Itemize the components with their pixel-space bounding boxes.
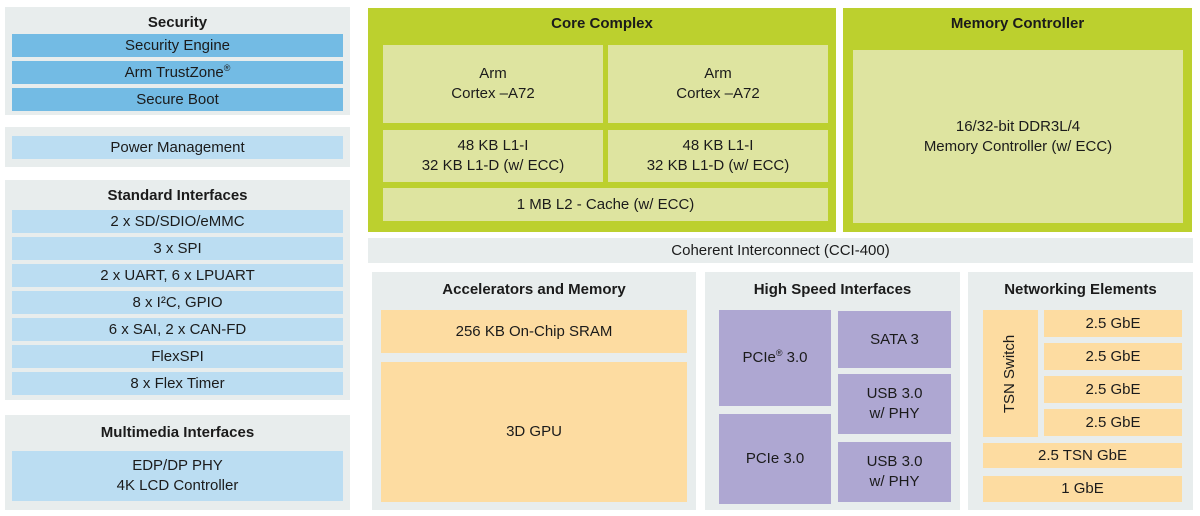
accelerators-title: Accelerators and Memory	[442, 281, 626, 298]
arm-trustzone-text: Arm TrustZone	[124, 63, 224, 81]
security-panel: Security Security Engine Arm TrustZone® …	[5, 7, 350, 115]
gbe-2-5-box-2: 2.5 GbE	[1044, 343, 1182, 370]
cpu-core-box-2: Arm Cortex –A72	[608, 45, 828, 123]
registered-mark: ®	[223, 62, 231, 73]
bar-uart-lpuart: 2 x UART, 6 x LPUART	[12, 264, 343, 287]
memory-controller-title: Memory Controller	[950, 15, 1085, 32]
ddr-memory-controller-box: 16/32-bit DDR3L/4 Memory Controller (w/ …	[853, 50, 1183, 223]
security-title: Security	[147, 14, 208, 31]
l2-cache-box: 1 MB L2 - Cache (w/ ECC)	[383, 188, 828, 221]
sata-3-box: SATA 3	[838, 311, 951, 368]
registered-mark: ®	[775, 348, 783, 358]
secure-boot-bar: Secure Boot	[12, 88, 343, 111]
tsn-switch-label: TSN Switch	[1001, 334, 1019, 413]
memory-controller-panel: Memory Controller 16/32-bit DDR3L/4 Memo…	[843, 8, 1192, 232]
high-speed-title: High Speed Interfaces	[753, 281, 912, 298]
usb-3-0-box-2: USB 3.0 w/ PHY	[838, 442, 951, 502]
bar-flexspi: FlexSPI	[12, 345, 343, 368]
security-engine-bar: Security Engine	[12, 34, 343, 57]
sram-box: 256 KB On-Chip SRAM	[381, 310, 687, 353]
one-gbe-box: 1 GbE	[983, 476, 1182, 502]
coherent-interconnect-label: Coherent Interconnect (CCI-400)	[671, 241, 890, 259]
bar-spi: 3 x SPI	[12, 237, 343, 260]
accelerators-panel: Accelerators and Memory 256 KB On-Chip S…	[372, 272, 696, 510]
arm-trustzone-bar: Arm TrustZone®	[12, 61, 343, 84]
multimedia-title: Multimedia Interfaces	[100, 424, 255, 441]
pcie-3-0-box-2: PCIe 3.0	[719, 414, 831, 504]
l1-cache-box-2: 48 KB L1-I 32 KB L1-D (w/ ECC)	[608, 130, 828, 182]
usb-3-0-box-1: USB 3.0 w/ PHY	[838, 374, 951, 434]
pcie-label: PCIe® 3.0	[742, 348, 807, 368]
bar-sd-sdio-emmc: 2 x SD/SDIO/eMMC	[12, 210, 343, 233]
l1-cache-box-1: 48 KB L1-I 32 KB L1-D (w/ ECC)	[383, 130, 603, 182]
edp-dp-phy-lcd-bar: EDP/DP PHY 4K LCD Controller	[12, 451, 343, 501]
coherent-interconnect-bar: Coherent Interconnect (CCI-400)	[368, 238, 1193, 263]
networking-panel: Networking Elements TSN Switch 2.5 GbE 2…	[968, 272, 1193, 510]
pcie-text: PCIe	[742, 349, 776, 366]
pcie-3-0-box-1: PCIe® 3.0	[719, 310, 831, 406]
pcie-version-text: 3.0	[782, 349, 808, 366]
core-complex-panel: Core Complex Arm Cortex –A72 Arm Cortex …	[368, 8, 836, 232]
gpu-box: 3D GPU	[381, 362, 687, 502]
tsn-gbe-box: 2.5 TSN GbE	[983, 443, 1182, 468]
cpu-core-box-1: Arm Cortex –A72	[383, 45, 603, 123]
core-complex-title: Core Complex	[551, 15, 653, 32]
standard-interfaces-title: Standard Interfaces	[107, 187, 248, 204]
bar-flex-timer: 8 x Flex Timer	[12, 372, 343, 395]
power-panel: Power Management	[5, 127, 350, 167]
tsn-switch-box: TSN Switch	[983, 310, 1038, 437]
bar-i2c-gpio: 8 x I²C, GPIO	[12, 291, 343, 314]
arm-trustzone-label: Arm TrustZone®	[125, 63, 231, 83]
multimedia-panel: Multimedia Interfaces EDP/DP PHY 4K LCD …	[5, 415, 350, 510]
standard-interfaces-panel: Standard Interfaces 2 x SD/SDIO/eMMC 3 x…	[5, 180, 350, 400]
gbe-2-5-box-4: 2.5 GbE	[1044, 409, 1182, 436]
high-speed-panel: High Speed Interfaces PCIe® 3.0 PCIe 3.0…	[705, 272, 960, 510]
bar-sai-canfd: 6 x SAI, 2 x CAN-FD	[12, 318, 343, 341]
gbe-2-5-box-1: 2.5 GbE	[1044, 310, 1182, 337]
gbe-2-5-box-3: 2.5 GbE	[1044, 376, 1182, 403]
power-management-bar: Power Management	[12, 136, 343, 159]
networking-title: Networking Elements	[1004, 281, 1157, 298]
